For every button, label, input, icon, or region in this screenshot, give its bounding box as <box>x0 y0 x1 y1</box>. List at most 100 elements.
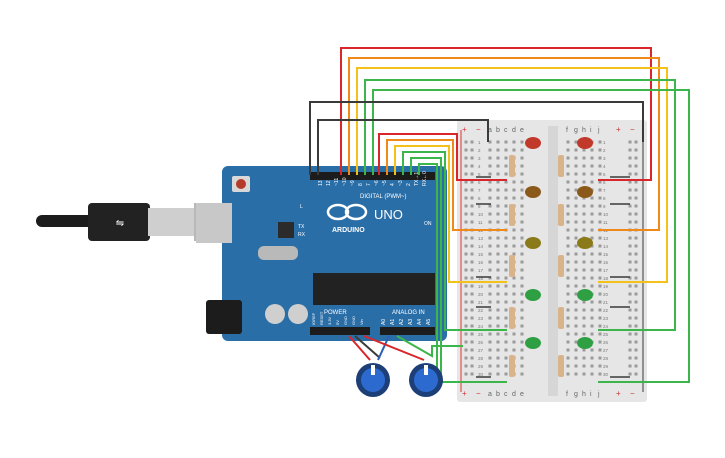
breadboard-hole[interactable] <box>566 164 570 168</box>
breadboard-hole[interactable] <box>566 236 570 240</box>
breadboard-hole[interactable] <box>628 148 632 152</box>
breadboard-hole[interactable] <box>574 180 578 184</box>
breadboard-hole[interactable] <box>496 244 500 248</box>
breadboard-hole[interactable] <box>566 372 570 376</box>
breadboard-hole[interactable] <box>598 260 602 264</box>
breadboard-hole[interactable] <box>464 364 468 368</box>
breadboard-hole[interactable] <box>582 172 586 176</box>
breadboard-hole[interactable] <box>634 292 638 296</box>
breadboard-hole[interactable] <box>470 188 474 192</box>
breadboard-hole[interactable] <box>582 204 586 208</box>
breadboard-hole[interactable] <box>634 140 638 144</box>
breadboard-hole[interactable] <box>520 364 524 368</box>
breadboard-hole[interactable] <box>520 292 524 296</box>
breadboard-hole[interactable] <box>488 324 492 328</box>
breadboard-hole[interactable] <box>512 340 516 344</box>
breadboard-hole[interactable] <box>464 148 468 152</box>
breadboard-hole[interactable] <box>566 308 570 312</box>
breadboard-hole[interactable] <box>590 220 594 224</box>
breadboard-hole[interactable] <box>520 196 524 200</box>
breadboard-hole[interactable] <box>470 236 474 240</box>
resistor-right[interactable] <box>558 204 564 226</box>
potentiometer-1[interactable] <box>356 363 390 397</box>
breadboard-hole[interactable] <box>582 276 586 280</box>
breadboard-hole[interactable] <box>598 196 602 200</box>
breadboard-hole[interactable] <box>470 300 474 304</box>
breadboard-hole[interactable] <box>504 156 508 160</box>
breadboard-hole[interactable] <box>520 324 524 328</box>
breadboard-hole[interactable] <box>590 180 594 184</box>
breadboard-hole[interactable] <box>504 180 508 184</box>
breadboard-hole[interactable] <box>520 316 524 320</box>
breadboard-hole[interactable] <box>590 228 594 232</box>
breadboard-hole[interactable] <box>470 292 474 296</box>
breadboard-hole[interactable] <box>590 324 594 328</box>
breadboard-hole[interactable] <box>590 156 594 160</box>
breadboard-hole[interactable] <box>574 332 578 336</box>
resistor-left[interactable] <box>509 307 515 329</box>
breadboard-hole[interactable] <box>470 364 474 368</box>
resistor-left[interactable] <box>509 155 515 177</box>
breadboard-hole[interactable] <box>470 348 474 352</box>
breadboard-hole[interactable] <box>566 156 570 160</box>
breadboard-hole[interactable] <box>496 220 500 224</box>
breadboard-hole[interactable] <box>488 364 492 368</box>
breadboard-hole[interactable] <box>488 348 492 352</box>
breadboard-hole[interactable] <box>464 188 468 192</box>
breadboard-hole[interactable] <box>574 316 578 320</box>
breadboard-hole[interactable] <box>520 204 524 208</box>
breadboard-hole[interactable] <box>504 212 508 216</box>
breadboard-hole[interactable] <box>634 340 638 344</box>
breadboard-hole[interactable] <box>512 196 516 200</box>
breadboard-hole[interactable] <box>488 252 492 256</box>
breadboard-hole[interactable] <box>590 356 594 360</box>
breadboard-hole[interactable] <box>504 348 508 352</box>
breadboard-hole[interactable] <box>512 148 516 152</box>
breadboard-hole[interactable] <box>488 244 492 248</box>
breadboard-hole[interactable] <box>496 140 500 144</box>
led-right[interactable] <box>577 137 593 149</box>
breadboard-hole[interactable] <box>574 260 578 264</box>
breadboard-hole[interactable] <box>470 212 474 216</box>
breadboard-hole[interactable] <box>496 324 500 328</box>
breadboard-hole[interactable] <box>520 220 524 224</box>
breadboard-hole[interactable] <box>512 348 516 352</box>
breadboard-hole[interactable] <box>470 220 474 224</box>
breadboard-hole[interactable] <box>582 356 586 360</box>
breadboard-hole[interactable] <box>590 212 594 216</box>
breadboard-hole[interactable] <box>520 180 524 184</box>
breadboard-hole[interactable] <box>488 172 492 176</box>
breadboard-hole[interactable] <box>504 252 508 256</box>
breadboard-hole[interactable] <box>512 276 516 280</box>
breadboard-hole[interactable] <box>628 340 632 344</box>
breadboard-hole[interactable] <box>496 308 500 312</box>
breadboard-hole[interactable] <box>598 244 602 248</box>
breadboard-hole[interactable] <box>488 196 492 200</box>
breadboard-hole[interactable] <box>504 260 508 264</box>
breadboard-hole[interactable] <box>488 284 492 288</box>
led-left[interactable] <box>525 237 541 249</box>
breadboard-hole[interactable] <box>582 180 586 184</box>
breadboard-hole[interactable] <box>598 348 602 352</box>
breadboard-hole[interactable] <box>628 188 632 192</box>
breadboard-hole[interactable] <box>496 348 500 352</box>
breadboard-hole[interactable] <box>504 324 508 328</box>
breadboard-hole[interactable] <box>496 332 500 336</box>
breadboard-hole[interactable] <box>634 356 638 360</box>
breadboard-hole[interactable] <box>590 148 594 152</box>
breadboard-hole[interactable] <box>574 324 578 328</box>
breadboard-hole[interactable] <box>634 300 638 304</box>
breadboard-hole[interactable] <box>634 276 638 280</box>
breadboard-hole[interactable] <box>634 332 638 336</box>
breadboard-hole[interactable] <box>488 356 492 360</box>
breadboard-hole[interactable] <box>582 308 586 312</box>
breadboard-hole[interactable] <box>590 308 594 312</box>
breadboard-hole[interactable] <box>574 372 578 376</box>
breadboard-hole[interactable] <box>628 348 632 352</box>
breadboard-hole[interactable] <box>464 260 468 264</box>
led-right[interactable] <box>577 186 593 198</box>
breadboard-hole[interactable] <box>512 284 516 288</box>
breadboard-hole[interactable] <box>488 300 492 304</box>
breadboard-hole[interactable] <box>464 372 468 376</box>
potentiometer-2[interactable] <box>409 363 443 397</box>
